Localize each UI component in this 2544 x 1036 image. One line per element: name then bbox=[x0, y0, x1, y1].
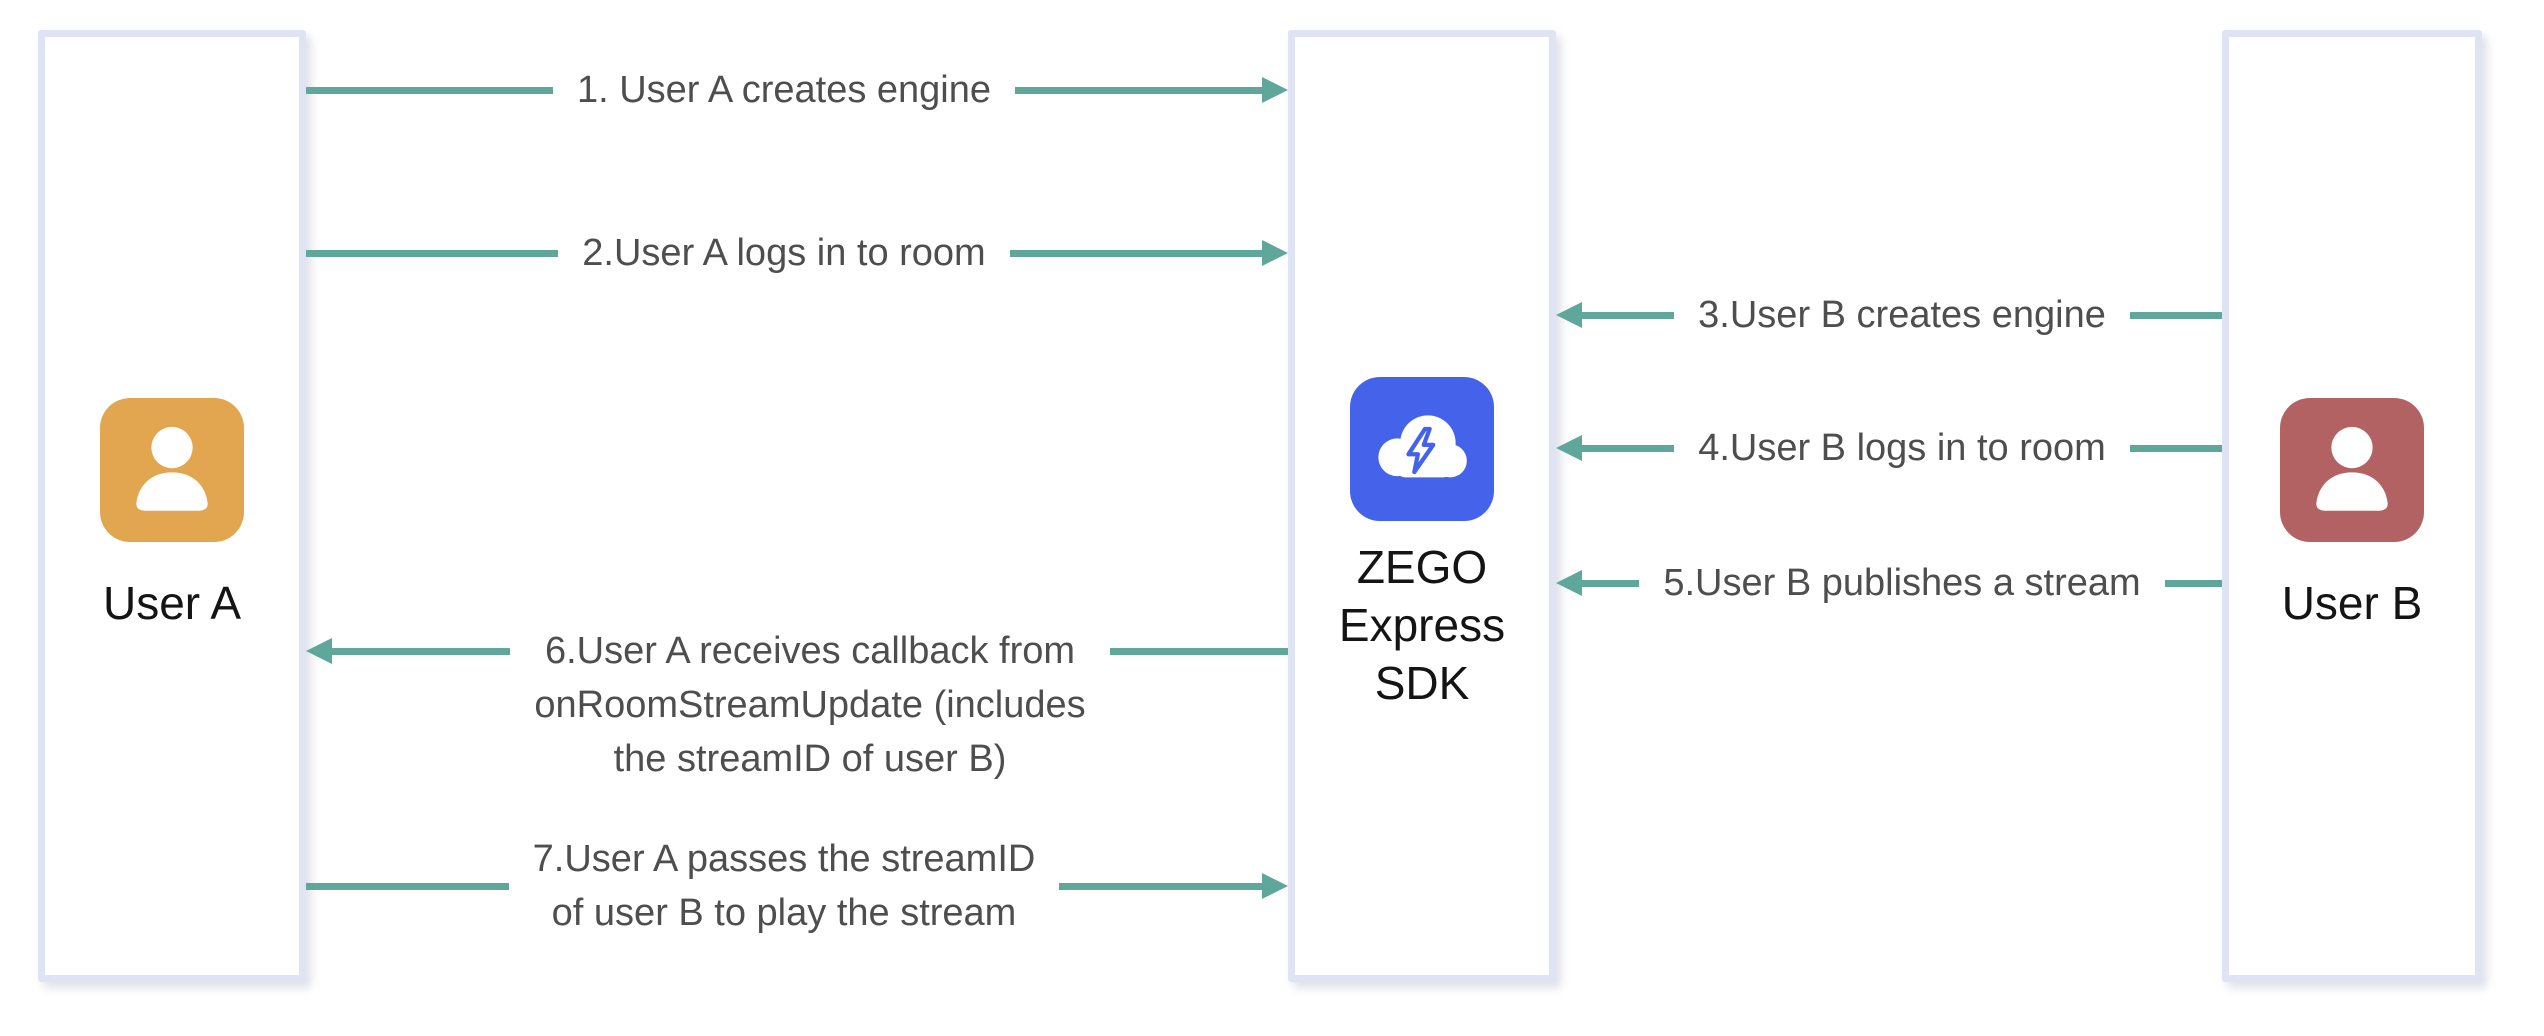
arrow-step-2: 2.User A logs in to room bbox=[306, 226, 1289, 280]
arrow-label: 4.User B logs in to room bbox=[1698, 427, 2106, 469]
arrow-step-3: 3.User B creates engine bbox=[1556, 288, 2223, 342]
arrow-line-segment bbox=[1059, 882, 1263, 890]
arrow-line-segment bbox=[306, 882, 509, 890]
arrow-step-6: 6.User A receives callback from onRoomSt… bbox=[306, 624, 1288, 786]
arrowhead-right-icon bbox=[1262, 240, 1289, 266]
actor-box-zego-sdk: ZEGO Express SDK bbox=[1288, 30, 1556, 982]
arrow-line-segment bbox=[1009, 249, 1263, 257]
arrow-label: 5.User B publishes a stream bbox=[1663, 562, 2141, 604]
actor-label-user-a: User A bbox=[102, 577, 242, 629]
arrow-line-segment bbox=[1109, 648, 1288, 655]
actor-box-user-b: User B bbox=[2222, 30, 2482, 982]
arrow-line-segment bbox=[1582, 311, 1675, 319]
arrowhead-left-icon bbox=[1556, 570, 1582, 596]
arrow-step-1: 1. User A creates engine bbox=[306, 63, 1288, 117]
person-icon bbox=[2316, 426, 2388, 511]
arrow-line-segment bbox=[1582, 444, 1675, 452]
arrow-line-segment bbox=[2129, 444, 2223, 452]
arrow-line-segment bbox=[1582, 579, 1640, 587]
arrow-line-segment bbox=[306, 249, 559, 257]
arrow-line-segment bbox=[332, 648, 511, 655]
arrow-label: 1. User A creates engine bbox=[576, 69, 992, 111]
arrow-line-segment bbox=[2129, 311, 2223, 319]
arrow-line-segment bbox=[1015, 86, 1262, 94]
cloud-lightning-icon bbox=[1350, 377, 1494, 521]
arrowhead-right-icon bbox=[1262, 873, 1289, 899]
arrowhead-left-icon bbox=[1556, 302, 1582, 328]
arrow-step-7: 7.User A passes the streamID of user B t… bbox=[306, 832, 1289, 940]
cloud-lightning-icon bbox=[1378, 415, 1467, 478]
arrow-step-5: 5.User B publishes a stream bbox=[1556, 556, 2223, 610]
arrowhead-left-icon bbox=[1556, 435, 1582, 461]
arrow-line-segment bbox=[306, 86, 553, 94]
arrow-step-4: 4.User B logs in to room bbox=[1556, 421, 2223, 475]
actor-box-user-a: User A bbox=[38, 30, 306, 982]
arrow-line-segment bbox=[2164, 579, 2223, 587]
arrowhead-right-icon bbox=[1262, 77, 1288, 103]
arrow-label: 6.User A receives callback from onRoomSt… bbox=[534, 630, 1086, 780]
arrow-label: 7.User A passes the streamID of user B t… bbox=[532, 838, 1036, 934]
arrowhead-left-icon bbox=[306, 638, 332, 664]
person-icon bbox=[2280, 398, 2424, 542]
person-icon bbox=[100, 398, 244, 542]
actor-label-user-b: User B bbox=[2281, 577, 2423, 629]
person-icon bbox=[136, 426, 208, 511]
actor-label-zego-sdk: ZEGO Express SDK bbox=[1338, 541, 1506, 709]
arrow-label: 3.User B creates engine bbox=[1698, 294, 2106, 336]
arrow-label: 2.User A logs in to room bbox=[582, 232, 986, 274]
